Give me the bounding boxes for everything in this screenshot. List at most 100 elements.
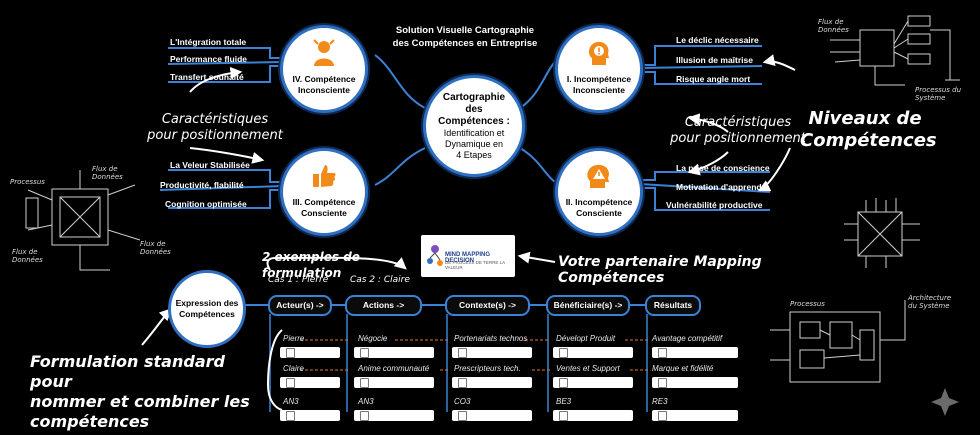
cell-r2-resultat: Marque et fidélité xyxy=(652,364,714,373)
cell-r1-contexte: Portenariats technos xyxy=(454,334,528,343)
input-r2-contexte[interactable] xyxy=(452,377,532,388)
input-r2-action[interactable] xyxy=(354,377,434,388)
sketch-l-flux-c1: Flux de xyxy=(140,240,166,248)
column-contextes: Contexte(s) -> xyxy=(445,295,530,316)
node-q2: II. Incompétence Consciente xyxy=(555,148,643,236)
sketch-l-flux-b1: Flux de xyxy=(12,248,38,256)
annotation-partenaire: Votre partenaire Mapping Compétences xyxy=(558,254,762,286)
cell-r2-acteur: Claire xyxy=(283,364,304,373)
sketch-l-flux-a1: Flux de xyxy=(92,165,118,173)
column-actions: Actions -> xyxy=(345,295,422,316)
input-r3-action[interactable] xyxy=(354,410,434,421)
column-acteurs: Acteur(s) -> xyxy=(268,295,332,316)
sketch-label-flux-l2: Flux de Données xyxy=(12,248,43,264)
node-q4-label-2: Inconsciente xyxy=(298,85,350,95)
node-q4: IV. Compétence Inconsciente xyxy=(280,25,368,113)
branch-q4-2: Performance fluide xyxy=(170,54,247,64)
cell-r2-action: Anime communauté xyxy=(358,364,430,373)
input-r1-contexte[interactable] xyxy=(452,347,532,358)
sketch-l-flux-a2: Données xyxy=(92,173,123,181)
node-q3-label-2: Consciente xyxy=(301,208,347,218)
node-q1-label-1: I. Incompétence xyxy=(566,74,632,84)
thumbs-up-icon xyxy=(313,165,336,187)
sketch-label-proc-br: Processus xyxy=(790,300,825,308)
annotation-cas-1: Cas 1 : Pierre xyxy=(268,275,329,285)
sketch-tr-proc-2: Système xyxy=(915,94,946,102)
sketch-label-proc-l: Processus xyxy=(10,178,45,186)
cell-r3-action: AN3 xyxy=(358,397,374,406)
node-q1: I. Incompétence Inconsciente xyxy=(555,25,643,113)
sketch-br-arch-1: Architecture xyxy=(908,294,952,302)
input-r2-resultat[interactable] xyxy=(652,377,738,388)
annotation-right-caracteristiques: Caractéristiques pour positionnement xyxy=(668,115,808,147)
annotation-left-caracteristiques: Caractéristiques pour positionnement xyxy=(145,112,285,144)
cell-r3-contexte: CO3 xyxy=(454,397,471,406)
center-line-2: des xyxy=(465,103,483,115)
cell-r1-beneficiaire: Dévelopt Produit xyxy=(556,334,616,343)
annotation-exemples: 2 exemples de formulation xyxy=(262,250,360,280)
sketch-br-arch-2: du Système xyxy=(908,302,950,310)
input-r1-beneficiaire[interactable] xyxy=(553,347,633,358)
annotation-left-line-1: Caractéristiques xyxy=(161,112,269,127)
branch-q3-3: Cognition optimisée xyxy=(165,199,247,209)
branch-q2-1: La prise de conscience xyxy=(676,163,770,173)
cell-r3-acteur: AN3 xyxy=(283,397,299,406)
center-node: Cartographie des Compétences : Identific… xyxy=(423,75,525,177)
input-r3-beneficiaire[interactable] xyxy=(553,410,633,421)
cell-r2-contexte: Prescripteurs tech. xyxy=(454,364,521,373)
annotation-niveaux-line-1: Niveaux de xyxy=(808,108,922,129)
center-line-5: Dynamique en xyxy=(444,138,504,149)
partner-logo: MIND MAPPING DECISION DE PROCESS DE TERR… xyxy=(421,235,515,277)
center-line-6: 4 Etapes xyxy=(456,149,492,160)
person-thinking-icon xyxy=(313,39,335,66)
annotation-formulation-line-2: nommer et combiner les xyxy=(30,392,250,411)
branch-q4-3: Transfert souhaité xyxy=(170,72,244,82)
cell-r3-resultat: RE3 xyxy=(652,397,668,406)
branch-q1-1: Le déclic nécessaire xyxy=(676,35,759,45)
center-line-3: Compétences : xyxy=(438,115,510,127)
branch-q2-3: Vulnérabilité productive xyxy=(666,200,763,210)
cell-r1-acteur: Pierre xyxy=(283,334,305,343)
annotation-formulation-line-3: compétences xyxy=(30,412,150,431)
input-r1-resultat[interactable] xyxy=(652,347,738,358)
input-r3-acteur[interactable] xyxy=(280,410,340,421)
input-r1-acteur[interactable] xyxy=(280,347,340,358)
sketch-label-flux-l1: Flux de Données xyxy=(92,165,123,181)
branch-q1-3: Risque angle mort xyxy=(676,74,751,84)
title-line-2: des Compétences en Entreprise xyxy=(392,38,538,49)
node-q2-label-2: Consciente xyxy=(576,208,622,218)
cell-r1-resultat: Avantage compétitif xyxy=(652,334,723,343)
sketch-label-arch-br: Architecture du Système xyxy=(908,294,951,310)
cell-r1-action: Négocie xyxy=(358,334,388,343)
annotation-right-line-2: pour positionnement xyxy=(670,131,806,146)
sketch-tr-flux-1: Flux de xyxy=(818,18,844,26)
input-r2-acteur[interactable] xyxy=(280,377,340,388)
page-title: Solution Visuelle Cartographie des Compé… xyxy=(365,24,565,50)
branch-q2-2: Motivation d'apprendre xyxy=(676,182,770,192)
annotation-formulation: Formulation standard pour nommer et comb… xyxy=(30,352,260,432)
sketch-l-flux-b2: Données xyxy=(12,256,43,264)
expression-line-2: Compétences xyxy=(179,309,235,319)
branch-q1-2: Illusion de maîtrise xyxy=(676,55,753,65)
logo-text-1: MIND MAPPING DECISION xyxy=(445,252,490,264)
sketch-l-flux-c2: Données xyxy=(140,248,171,256)
annotation-left-line-2: pour positionnement xyxy=(147,128,283,143)
sketch-label-flux-tr: Flux de Données xyxy=(818,18,849,34)
mind-map-logo-icon xyxy=(427,245,443,266)
branch-q4-1: L'Intégration totale xyxy=(170,37,247,47)
node-q2-label-1: II. Incompétence xyxy=(565,197,633,207)
node-q3: III. Compétence Consciente xyxy=(280,148,368,236)
title-line-1: Solution Visuelle Cartographie xyxy=(395,25,535,36)
input-r3-resultat[interactable] xyxy=(652,410,738,421)
input-r1-action[interactable] xyxy=(354,347,434,358)
input-r2-beneficiaire[interactable] xyxy=(553,377,633,388)
input-r3-contexte[interactable] xyxy=(452,410,532,421)
branch-q3-2: Productivité, flabilité xyxy=(160,180,244,190)
column-resultats: Résultats xyxy=(645,295,701,316)
sketch-label-proc-tr: Processus du Système xyxy=(915,86,961,102)
expression-node: Expression des Compétences xyxy=(168,270,246,348)
column-beneficiaires: Bénéficiaire(s) -> xyxy=(546,295,630,316)
annotation-cas-2: Cas 2 : Claire xyxy=(350,275,410,285)
cell-r3-beneficiaire: BE3 xyxy=(556,397,572,406)
